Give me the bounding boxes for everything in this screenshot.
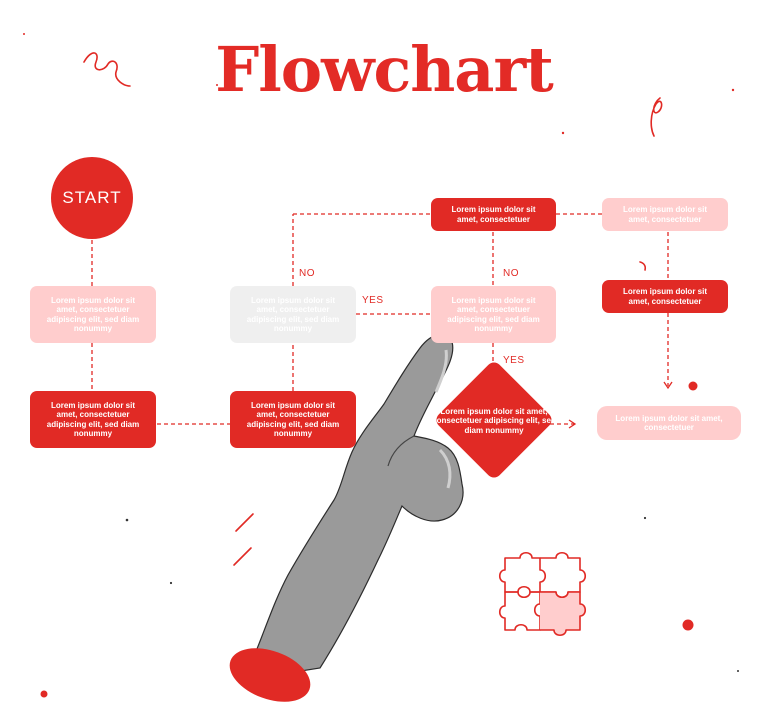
speck-2 bbox=[216, 84, 218, 86]
label-yes-left: YES bbox=[362, 295, 384, 306]
slash-mark-2 bbox=[233, 547, 252, 566]
hand-illustration bbox=[229, 333, 464, 702]
label-no-left: NO bbox=[299, 268, 315, 279]
speck-8 bbox=[737, 670, 739, 672]
process-box-left-pink[interactable]: Lorem ipsum dolor sit amet, consectetuer… bbox=[30, 286, 156, 343]
dot-bottom-left bbox=[40, 690, 48, 698]
process-box-end-pink[interactable]: Lorem ipsum dolor sit amet, consectetuer bbox=[597, 406, 741, 440]
dot-right bbox=[688, 381, 698, 391]
process-box-right-red[interactable]: Lorem ipsum dolor sit amet, consectetuer bbox=[602, 280, 728, 313]
speck-5 bbox=[125, 518, 129, 522]
arrowhead-down bbox=[663, 381, 673, 390]
process-box-left-red[interactable]: Lorem ipsum dolor sit amet, consectetuer… bbox=[30, 391, 156, 448]
squiggle-left bbox=[83, 52, 131, 87]
speck-3 bbox=[561, 131, 565, 135]
process-box-mid-grey[interactable]: Lorem ipsum dolor sit amet, consectetuer… bbox=[230, 286, 356, 343]
process-box-mid-red[interactable]: Lorem ipsum dolor sit amet, consectetuer… bbox=[230, 391, 356, 448]
label-yes-down: YES bbox=[503, 355, 525, 366]
hand-cuff bbox=[229, 648, 311, 702]
page-title: Flowchart bbox=[215, 33, 554, 106]
process-box-top-right-pink[interactable]: Lorem ipsum dolor sit amet, consectetuer bbox=[602, 198, 728, 231]
puzzle-icon bbox=[498, 551, 587, 637]
speck-6 bbox=[169, 581, 173, 585]
process-box-top-red[interactable]: Lorem ipsum dolor sit amet, consectetuer bbox=[431, 198, 556, 231]
dot-bottom-right bbox=[682, 619, 694, 631]
label-no-right: NO bbox=[503, 268, 519, 279]
tiny-squiggle bbox=[639, 261, 647, 271]
speck-4 bbox=[731, 88, 735, 92]
speck-7 bbox=[643, 516, 647, 520]
arrowhead-right bbox=[568, 419, 577, 429]
decision-text: Lorem ipsum dolor sit amet, consectetuer… bbox=[432, 406, 556, 435]
speck-1 bbox=[23, 33, 25, 35]
squiggle-right bbox=[650, 97, 663, 137]
start-node[interactable]: START bbox=[51, 157, 133, 239]
process-box-right-pink[interactable]: Lorem ipsum dolor sit amet, consectetuer… bbox=[431, 286, 556, 343]
slash-mark-1 bbox=[235, 513, 254, 532]
